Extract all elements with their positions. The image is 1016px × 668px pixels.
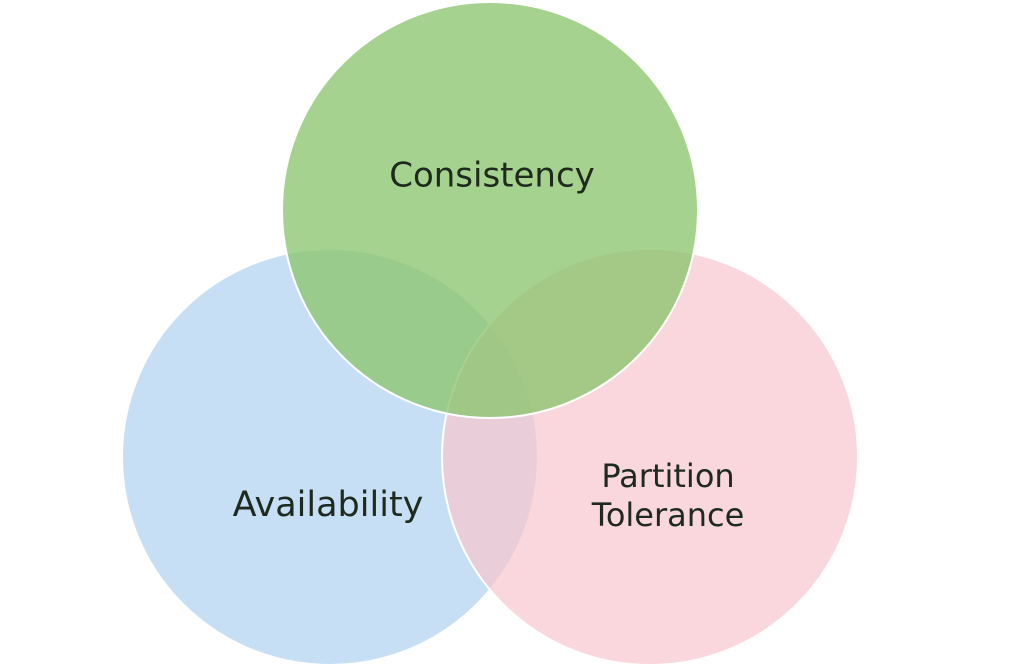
partition-tolerance-label-line2: Tolerance: [591, 496, 745, 534]
consistency-label: Consistency: [389, 156, 595, 196]
consistency-circle: [281, 1, 699, 419]
partition-tolerance-label-line1: Partition: [601, 457, 734, 495]
availability-label: Availability: [233, 485, 424, 525]
